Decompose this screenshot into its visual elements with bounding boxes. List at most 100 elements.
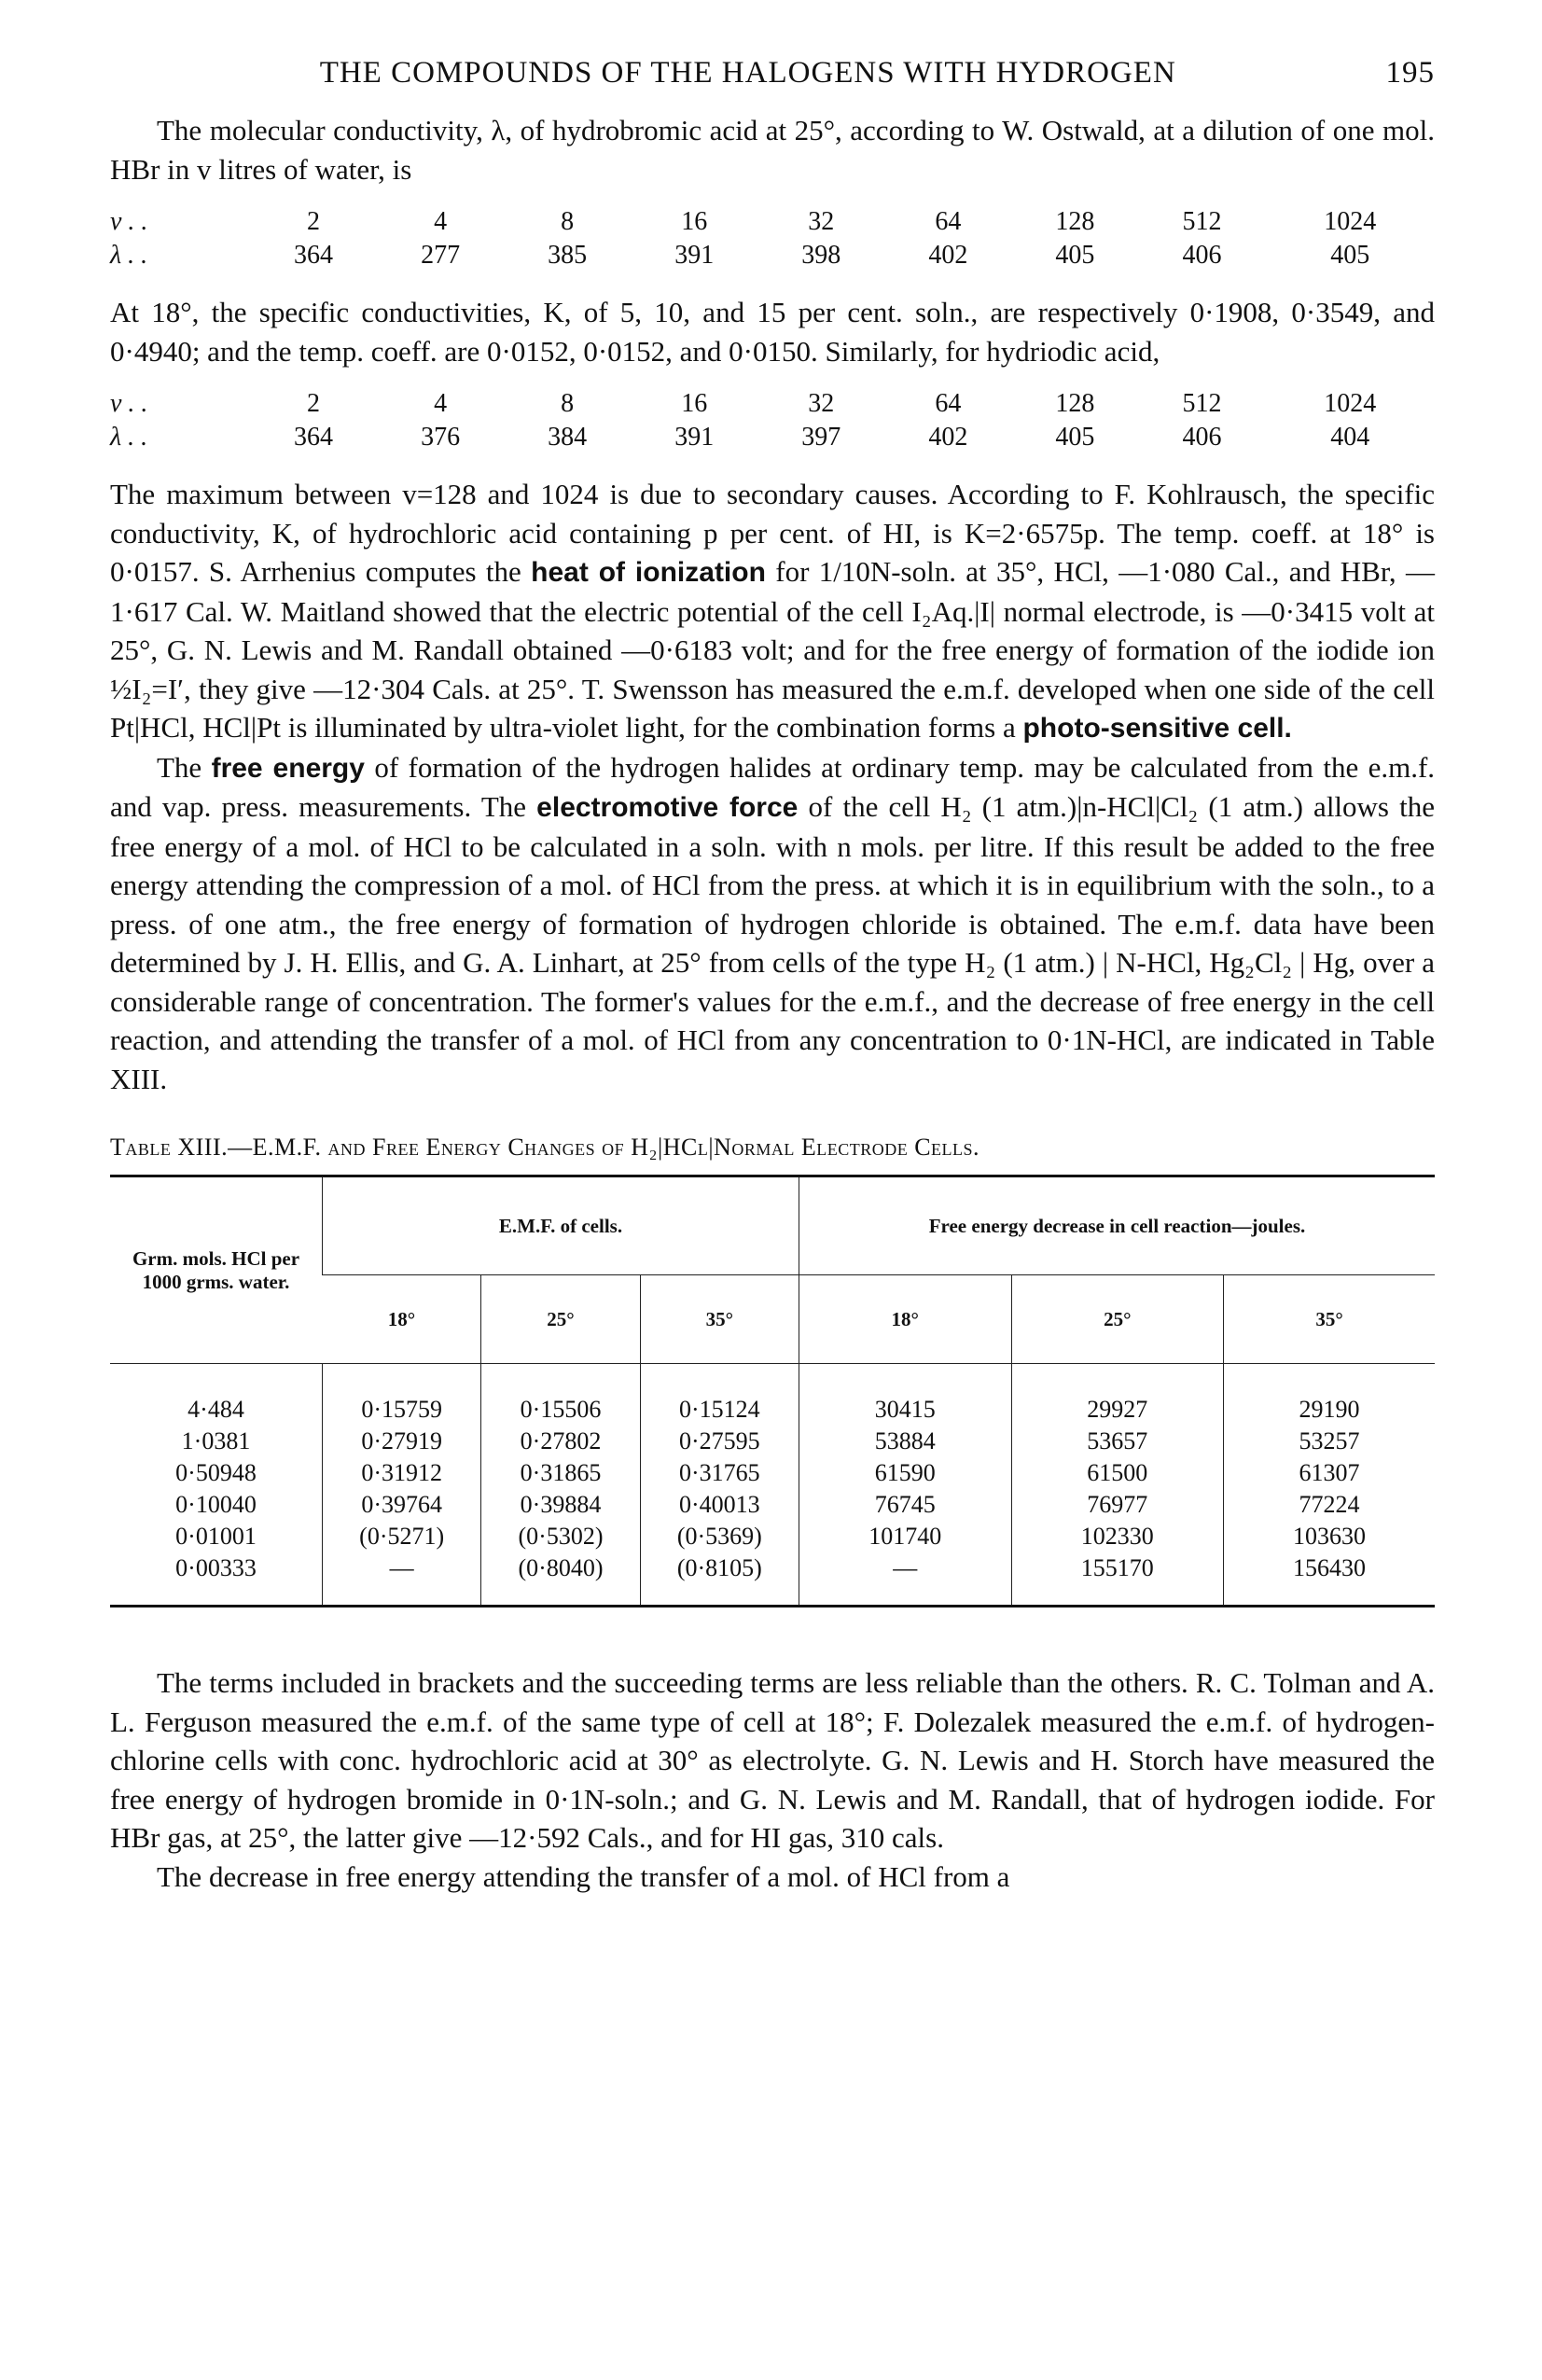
page: THE COMPOUNDS OF THE HALOGENS WITH HYDRO…	[110, 56, 1435, 1896]
table-subheader-row: 18° 25° 35° 18° 25° 35°	[110, 1274, 1435, 1364]
keyword-free-energy: free energy	[211, 752, 365, 784]
lambda-row: λ . . 364 277 385 391 398 402 405 406 40…	[110, 239, 1435, 272]
table-cell: —	[798, 1552, 1012, 1607]
table-cell: 1·0381	[181, 1427, 251, 1454]
table-cell: 0·27919	[321, 1426, 481, 1457]
table-cell: 376	[421, 423, 461, 452]
table-cell: 405	[1055, 423, 1095, 452]
text-run: The	[157, 750, 202, 784]
table-cell: 0·01001	[175, 1523, 257, 1550]
table-cell: 29927	[1010, 1363, 1224, 1426]
column-header-temp: 35°	[639, 1274, 799, 1364]
table-cell: 76977	[1010, 1489, 1224, 1521]
table-caption: Table XIII.—E.M.F. and Free Energy Chang…	[110, 1134, 980, 1161]
table-cell: 16	[681, 207, 708, 236]
table-cell: 0·31765	[639, 1457, 799, 1489]
table-cell: 397	[801, 423, 841, 452]
table-cell: (0·5271)	[321, 1521, 481, 1552]
table-cell: 16	[681, 389, 708, 418]
table-cell: 61590	[798, 1457, 1012, 1489]
table-cell: 0·39764	[321, 1489, 481, 1521]
table-cell: —	[321, 1552, 481, 1607]
table-cell: 64	[935, 389, 962, 418]
v-label: v . .	[110, 389, 148, 418]
hbr-conductivity-table: v . . 2 4 8 16 32 64 128 512 1024 λ . . …	[110, 205, 1435, 272]
column-header-temp: 18°	[322, 1274, 481, 1364]
table-cell: (0·5369)	[639, 1521, 799, 1552]
table-cell: 30415	[798, 1363, 1012, 1426]
table-cell: 364	[294, 423, 334, 452]
table-cell: 1024	[1324, 207, 1377, 236]
table-cell: 2	[307, 207, 321, 236]
table-cell: 0·31865	[480, 1457, 641, 1489]
table-cell: 364	[294, 241, 334, 270]
v-row: v . . 2 4 8 16 32 64 128 512 1024	[110, 205, 1435, 239]
keyword-electromotive-force: electromotive force	[536, 792, 799, 823]
text-run: for 1/10N-soln. at 35°, HCl, —1·080 Cal.…	[110, 555, 1436, 744]
table-cell: 0·50948	[175, 1459, 257, 1486]
v-label: v . .	[110, 207, 148, 236]
table-cell: 0·15759	[321, 1363, 481, 1426]
table-cell: 102330	[1010, 1521, 1224, 1552]
running-header: THE COMPOUNDS OF THE HALOGENS WITH HYDRO…	[110, 56, 1435, 90]
paragraph-bracket-terms: The terms included in brackets and the s…	[110, 1666, 1435, 1854]
table-row: 0·10040 0·39764 0·39884 0·40013 76745 76…	[110, 1489, 1435, 1521]
column-header-concentration: Grm. mols. HCl per 1000 grms. water.	[132, 1246, 300, 1293]
table-cell: (0·8105)	[639, 1552, 799, 1607]
table-cell: 64	[935, 207, 962, 236]
table-cell: 398	[801, 241, 841, 270]
table-cell: 0·27802	[480, 1426, 641, 1457]
table-cell: 155170	[1010, 1552, 1224, 1607]
table-cell: 385	[548, 241, 588, 270]
page-number: 195	[1385, 56, 1435, 90]
table-cell: 156430	[1223, 1552, 1435, 1607]
table-cell: 406	[1182, 423, 1222, 452]
column-group-emf: E.M.F. of cells.	[322, 1176, 799, 1275]
table-row: 0·01001 (0·5271) (0·5302) (0·5369) 10174…	[110, 1521, 1435, 1552]
lambda-label: λ . .	[110, 423, 148, 452]
table-cell: 406	[1182, 241, 1222, 270]
text-run: of formation of the hydrogen halides at …	[110, 750, 1436, 824]
table-cell: 32	[808, 389, 835, 418]
table-cell: 8	[561, 389, 575, 418]
hi-conductivity-table: v . . 2 4 8 16 32 64 128 512 1024 λ . . …	[110, 387, 1435, 454]
table-cell: (0·5302)	[480, 1521, 641, 1552]
table-cell: 0·27595	[639, 1426, 799, 1457]
table-cell: 0·10040	[175, 1491, 257, 1518]
table-cell: (0·8040)	[480, 1552, 641, 1607]
table-cell: 405	[1055, 241, 1095, 270]
table-cell: 0·15506	[480, 1363, 641, 1426]
keyword-photo-sensitive-cell: photo-sensitive cell.	[1022, 713, 1292, 744]
paragraph-free-energy: The free energy of formation of the hydr…	[110, 748, 1435, 1099]
paragraph-hbr-intro: The molecular conductivity, λ, of hydrob…	[110, 114, 1435, 186]
table-row: 4·484 0·15759 0·15506 0·15124 30415 2992…	[110, 1363, 1435, 1426]
table-cell: 512	[1182, 207, 1222, 236]
table-cell: 512	[1182, 389, 1222, 418]
table-cell: 4	[434, 207, 448, 236]
table-cell: 103630	[1223, 1521, 1435, 1552]
table-row: 0·50948 0·31912 0·31865 0·31765 61590 61…	[110, 1457, 1435, 1489]
lambda-row: λ . . 364 376 384 391 397 402 405 406 40…	[110, 421, 1435, 454]
table-cell: 277	[421, 241, 461, 270]
paragraph-decrease: The decrease in free energy attending th…	[157, 1859, 1010, 1893]
table-cell: 0·15124	[639, 1363, 799, 1426]
table-cell: 402	[928, 241, 968, 270]
table-cell: 8	[561, 207, 575, 236]
table-cell: 128	[1055, 207, 1095, 236]
keyword-heat-of-ionization: heat of ionization	[531, 557, 766, 588]
table-row: 0·00333 — (0·8040) (0·8105) — 155170 156…	[110, 1552, 1435, 1607]
table-header-row: Grm. mols. HCl per 1000 grms. water. E.M…	[110, 1176, 1435, 1293]
table-cell: 0·00333	[175, 1554, 257, 1581]
table-cell: 2	[307, 389, 321, 418]
table-cell: 77224	[1223, 1489, 1435, 1521]
table-cell: 4·484	[110, 1363, 323, 1426]
table-cell: 391	[674, 241, 715, 270]
table-cell: 128	[1055, 389, 1095, 418]
table-cell: 404	[1330, 423, 1370, 452]
table-cell: 402	[928, 423, 968, 452]
text-run: The maximum between v=128 and 1024 is du…	[110, 478, 1435, 588]
table-cell: 0·40013	[639, 1489, 799, 1521]
table-cell: 0·39884	[480, 1489, 641, 1521]
lambda-label: λ . .	[110, 241, 148, 270]
running-title: THE COMPOUNDS OF THE HALOGENS WITH HYDRO…	[319, 56, 1176, 90]
